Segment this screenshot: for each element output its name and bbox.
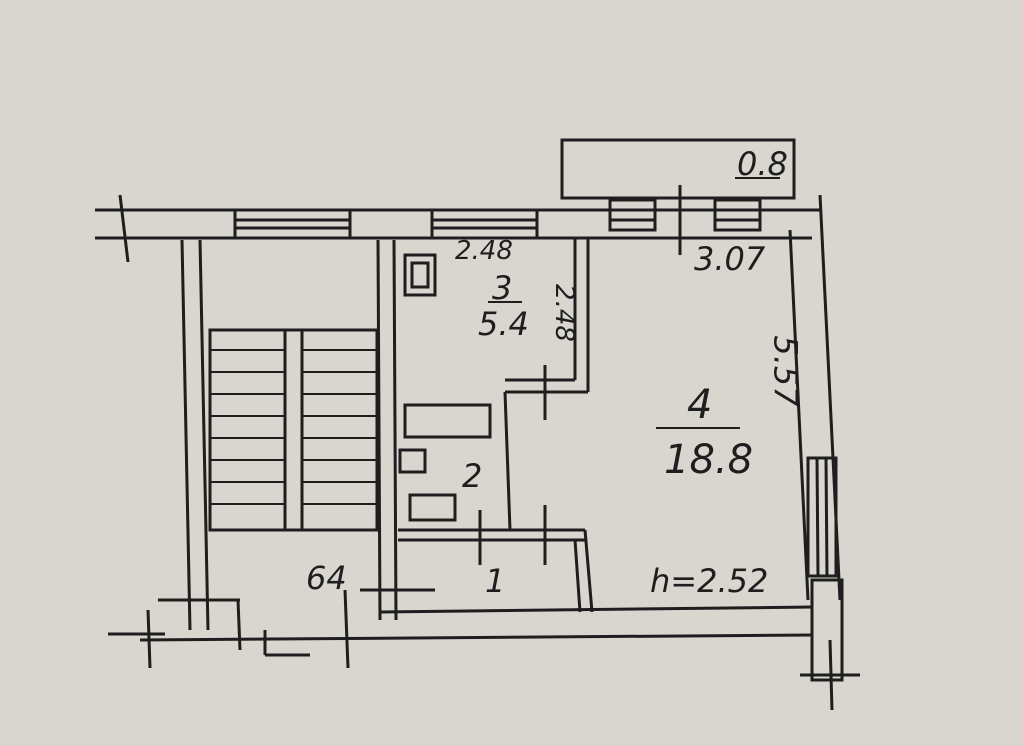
sink — [398, 448, 427, 474]
bath-wall-right — [503, 391, 512, 531]
stove-inner — [410, 261, 430, 289]
corner-column — [810, 578, 844, 682]
kitchen-area-label: 5.4 — [478, 305, 529, 343]
right-wall-inner — [788, 229, 810, 601]
stair-wall-right-b — [392, 239, 398, 621]
stair-wall-left-a — [180, 239, 192, 631]
hall-wall-right-b — [573, 539, 582, 613]
bottom-wall-outer — [139, 633, 813, 642]
stair-wall-left-b — [198, 239, 210, 631]
stair-middle — [283, 328, 304, 532]
window-right — [806, 456, 838, 578]
bottom-wall-inner — [379, 605, 813, 614]
balcony-outline — [560, 138, 796, 200]
window-2 — [430, 208, 539, 240]
ceiling-height-label: h=2.52 — [650, 562, 769, 600]
room-area-label: 18.8 — [664, 437, 754, 483]
bathtub — [403, 403, 492, 439]
stair-label: 64 — [306, 559, 347, 597]
kitchen-width-label: 2.48 — [455, 236, 513, 266]
kitchen-number-label: 3 — [492, 269, 513, 307]
room-width-label: 3.07 — [694, 240, 766, 278]
hall-wall-right-a — [583, 529, 594, 613]
stair-flight-left — [208, 328, 287, 532]
bathroom-number-label: 2 — [462, 457, 483, 495]
room-depth-label: 5.57 — [766, 335, 805, 407]
stair-wall-right-a — [376, 239, 382, 621]
toilet — [408, 493, 457, 522]
kitchen-depth-label: 2.48 — [548, 284, 579, 342]
window-4 — [713, 198, 762, 232]
window-1 — [233, 208, 352, 240]
balcony-area-label: 0.8 — [737, 145, 788, 183]
hall-number-label: 1 — [485, 562, 506, 600]
stair-flight-right — [300, 328, 379, 532]
window-3 — [608, 198, 657, 232]
stove — [403, 253, 437, 297]
room-number-label: 4 — [687, 382, 713, 428]
